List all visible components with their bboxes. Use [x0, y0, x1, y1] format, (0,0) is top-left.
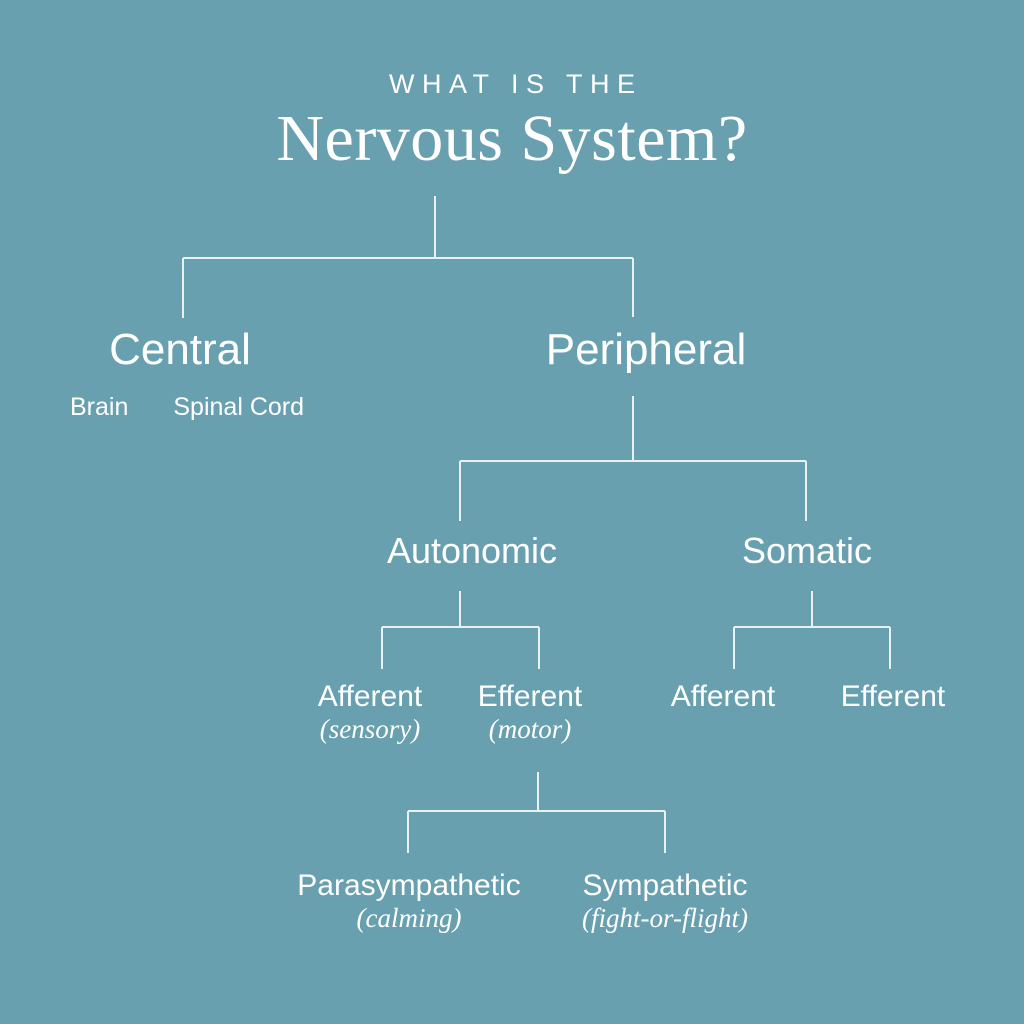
node-autonomic-efferent-sub: (motor) [488, 714, 572, 745]
node-somatic-afferent[interactable]: Afferent [670, 680, 776, 713]
node-parasympathetic-sub: (calming) [356, 903, 462, 934]
node-autonomic-label: Autonomic [386, 530, 558, 571]
node-autonomic-afferent-label: Afferent [317, 680, 423, 713]
node-brain[interactable]: Brain [70, 393, 129, 421]
central-parts-row: Brain Spinal Cord [70, 393, 305, 422]
node-spinal-cord[interactable]: Spinal Cord [173, 393, 305, 421]
node-somatic[interactable]: Somatic [741, 530, 873, 571]
node-somatic-efferent[interactable]: Efferent [840, 680, 946, 713]
node-parasympathetic-label: Parasympathetic [297, 869, 521, 902]
node-somatic-label: Somatic [741, 530, 873, 571]
node-autonomic-afferent[interactable]: Afferent (sensory) [317, 680, 423, 745]
node-sympathetic-label: Sympathetic [582, 869, 748, 902]
node-sympathetic-sub: (fight-or-flight) [582, 903, 748, 934]
node-parasympathetic[interactable]: Parasympathetic (calming) [297, 869, 521, 934]
node-somatic-efferent-label: Efferent [840, 680, 946, 713]
page-title: WHAT IS THE Nervous System? [0, 69, 1024, 176]
node-autonomic-afferent-sub: (sensory) [319, 714, 421, 745]
node-autonomic-efferent-label: Efferent [477, 680, 583, 713]
title-main: Nervous System? [276, 101, 748, 175]
node-central-label: Central [109, 325, 251, 374]
node-peripheral-label: Peripheral [545, 325, 747, 374]
node-peripheral[interactable]: Peripheral [546, 326, 747, 374]
node-central[interactable]: Central [109, 326, 251, 374]
node-sympathetic[interactable]: Sympathetic (fight-or-flight) [582, 869, 748, 934]
node-autonomic-efferent[interactable]: Efferent (motor) [477, 680, 583, 745]
node-autonomic[interactable]: Autonomic [386, 530, 558, 571]
node-somatic-afferent-label: Afferent [670, 680, 776, 713]
title-kicker: WHAT IS THE [388, 69, 643, 99]
